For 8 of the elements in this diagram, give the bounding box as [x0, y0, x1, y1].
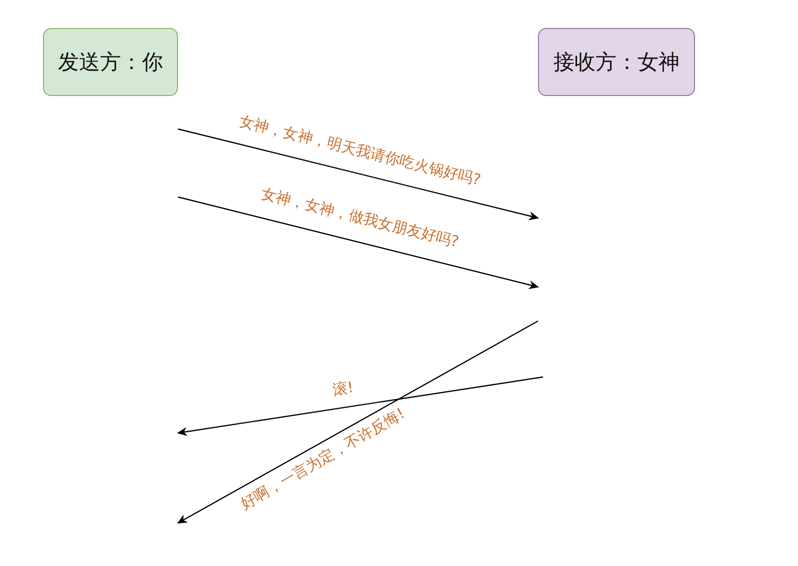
node-label: 接收方：女神 [554, 48, 680, 76]
message-label: 滚! [331, 380, 355, 398]
process-box [43, 28, 178, 96]
message-label: 女神，女神，明天我请你吃火锅好吗? [238, 114, 482, 188]
message-label: 好啊，一言为定，不许反悔! [238, 406, 408, 512]
message-label: 女神，女神，做我女朋友好吗? [260, 186, 460, 250]
process-box [538, 28, 695, 96]
node-label: 发送方：你 [58, 48, 163, 76]
